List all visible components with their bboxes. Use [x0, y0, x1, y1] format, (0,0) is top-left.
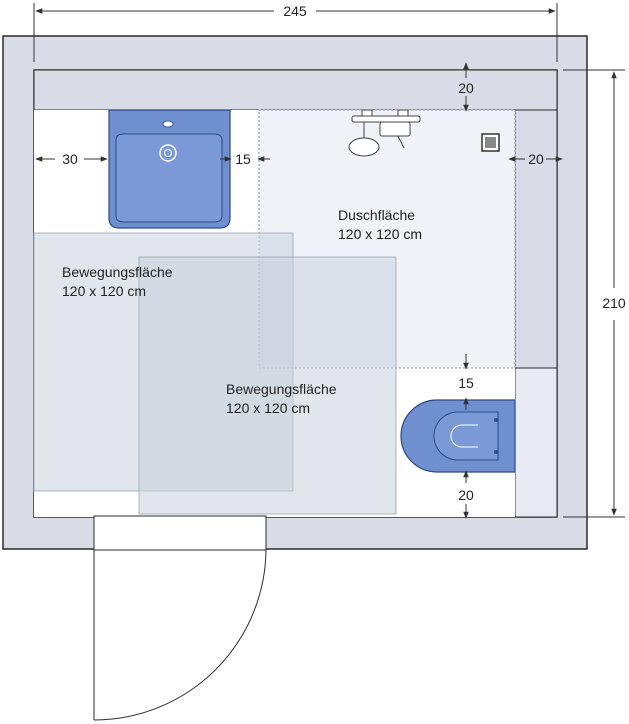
movement-zone-2-size: 120 x 120 cm: [226, 400, 310, 416]
movement-zone-1-size: 120 x 120 cm: [62, 283, 146, 299]
dimension-wall-right: 20: [508, 151, 563, 167]
dim-basin-right-label: 15: [235, 151, 251, 167]
dim-overall-depth-label: 210: [602, 295, 626, 311]
right-niche: [514, 367, 558, 518]
movement-zone-1-name: Bewegungsfläche: [62, 264, 173, 280]
dimension-overall-width: 245: [33, 2, 558, 62]
dimension-wall-top: 20: [458, 62, 474, 112]
movement-zone-2: [138, 256, 397, 515]
door-opening: [93, 515, 267, 551]
shower-zone-size: 120 x 120 cm: [338, 226, 422, 242]
dim-overall-width-label: 245: [283, 3, 307, 19]
floor-drain-icon: [481, 133, 500, 152]
movement-zone-2-name: Bewegungsfläche: [226, 381, 337, 397]
dimension-wc-bottom: 20: [458, 470, 474, 519]
shower-zone-name: Duschfläche: [338, 207, 415, 223]
dimension-basin-right: 15: [220, 151, 270, 167]
dim-wall-right-label: 20: [528, 151, 544, 167]
dim-wc-bottom-label: 20: [458, 487, 474, 503]
dimension-overall-depth: 210: [563, 69, 627, 518]
washbasin-icon: [108, 109, 231, 229]
dimension-wc-top: 15: [458, 354, 474, 410]
dimension-basin-left: 30: [35, 151, 108, 167]
dim-basin-left-label: 30: [62, 151, 78, 167]
shower-head-icon: [348, 109, 421, 157]
top-wall-strip: [33, 69, 558, 111]
toilet-icon: [400, 399, 516, 473]
dim-wall-top-label: 20: [458, 80, 474, 96]
dim-wc-top-label: 15: [458, 375, 474, 391]
door-icon: [93, 549, 267, 721]
